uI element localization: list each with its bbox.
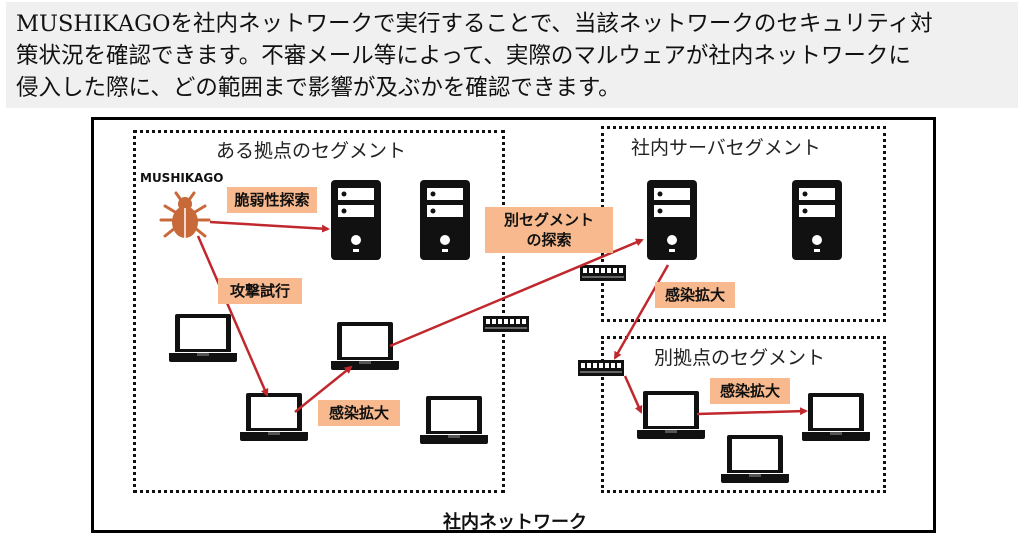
arrow-switch-to-laptop xyxy=(623,375,643,414)
network-title: 社内ネットワーク xyxy=(443,512,587,533)
intro-line: 策状況を確認できます。不審メール等によって、実際のマルウェアが社内ネットワークに xyxy=(16,43,911,69)
label-spread-2: 感染拡大 xyxy=(655,282,735,308)
label-vuln-scan: 脆弱性探索 xyxy=(227,187,317,213)
malware-name: MUSHIKAGO xyxy=(140,171,224,185)
intro-text-block: MUSHIKAGOを社内ネットワークで実行することで、当該ネットワークのセキュリ… xyxy=(6,2,1018,108)
label-other-segment: 別セグメント の探索 xyxy=(485,207,613,253)
label-spread-3: 感染拡大 xyxy=(710,378,790,404)
arrow-spread-1 xyxy=(294,365,353,413)
segment-base-title: ある拠点のセグメント xyxy=(216,140,407,162)
malware-bug-icon xyxy=(159,191,211,238)
laptop-icon xyxy=(420,396,488,444)
laptop-icon xyxy=(637,391,705,439)
label-other-segment-line2: の探索 xyxy=(526,231,572,249)
arrow-attack xyxy=(196,235,269,397)
laptop-icon xyxy=(169,314,237,362)
laptop-icon xyxy=(802,393,870,441)
server-icon xyxy=(331,180,381,260)
server-icon xyxy=(647,180,697,260)
arrow-spread-2 xyxy=(613,264,670,360)
label-attack: 攻撃試行 xyxy=(218,278,302,304)
label-spread-1: 感染拡大 xyxy=(318,400,400,426)
laptop-icon xyxy=(331,322,399,370)
server-icon xyxy=(792,180,842,260)
network-frame xyxy=(91,117,936,533)
intro-line: MUSHIKAGOを社内ネットワークで実行することで、当該ネットワークのセキュリ… xyxy=(16,11,933,37)
network-switch-icon xyxy=(483,316,529,332)
server-icon xyxy=(420,180,470,260)
laptop-icon xyxy=(721,435,789,483)
segment-other-base xyxy=(601,336,886,493)
arrow-vuln-scan xyxy=(209,220,330,233)
segment-other-base-title: 別拠点のセグメント xyxy=(654,347,826,369)
laptop-icon xyxy=(240,393,308,441)
arrow-spread-3 xyxy=(696,407,808,416)
arrow-other-segment xyxy=(389,238,644,348)
label-other-segment-line1: 別セグメント xyxy=(503,211,594,229)
network-switch-icon xyxy=(580,265,626,281)
segment-base xyxy=(133,130,505,493)
segment-server-title: 社内サーバセグメント xyxy=(631,137,821,159)
intro-line: 侵入した際に、どの範囲まで影響が及ぶかを確認できます。 xyxy=(16,75,621,101)
network-switch-icon xyxy=(578,360,624,376)
